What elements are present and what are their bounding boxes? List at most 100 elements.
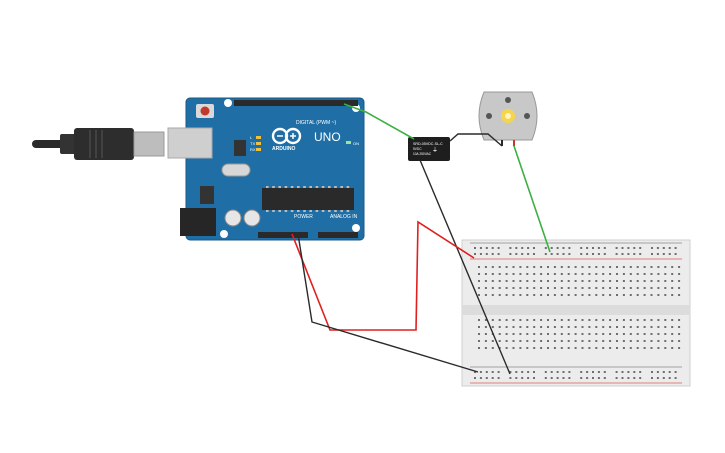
breadboard-hole[interactable] — [484, 347, 487, 349]
breadboard-hole[interactable] — [533, 287, 536, 289]
breadboard-hole[interactable] — [498, 273, 501, 275]
breadboard-hole[interactable] — [597, 377, 600, 379]
breadboard-hole[interactable] — [478, 347, 480, 349]
breadboard-hole[interactable] — [678, 326, 681, 328]
usb-cable[interactable] — [32, 128, 165, 160]
breadboard-hole[interactable] — [581, 340, 584, 342]
breadboard-hole[interactable] — [650, 273, 653, 275]
breadboard-hole[interactable] — [622, 340, 625, 342]
breadboard-hole[interactable] — [497, 371, 500, 373]
breadboard-hole[interactable] — [657, 319, 660, 321]
breadboard-hole[interactable] — [609, 294, 612, 296]
breadboard-hole[interactable] — [597, 253, 600, 255]
breadboard-hole[interactable] — [512, 319, 515, 321]
breadboard-hole[interactable] — [629, 273, 632, 275]
breadboard-hole[interactable] — [629, 266, 632, 268]
breadboard-hole[interactable] — [621, 247, 624, 249]
breadboard-hole[interactable] — [526, 326, 529, 328]
breadboard-hole[interactable] — [664, 294, 667, 296]
breadboard-hole[interactable] — [567, 333, 570, 335]
breadboard-hole[interactable] — [650, 287, 653, 289]
breadboard-hole[interactable] — [560, 280, 563, 282]
breadboard-hole[interactable] — [643, 280, 646, 282]
breadboard-hole[interactable] — [478, 266, 480, 268]
breadboard-hole[interactable] — [505, 319, 508, 321]
breadboard-hole[interactable] — [574, 347, 577, 349]
breadboard-hole[interactable] — [567, 319, 570, 321]
breadboard-hole[interactable] — [643, 273, 646, 275]
breadboard-hole[interactable] — [512, 294, 515, 296]
breadboard-hole[interactable] — [505, 266, 508, 268]
breadboard-hole[interactable] — [497, 377, 500, 379]
breadboard-hole[interactable] — [657, 347, 660, 349]
breadboard-hole[interactable] — [521, 247, 524, 249]
breadboard-hole[interactable] — [562, 253, 565, 255]
breadboard-hole[interactable] — [540, 273, 543, 275]
breadboard-hole[interactable] — [629, 347, 632, 349]
breadboard-hole[interactable] — [512, 287, 515, 289]
breadboard-hole[interactable] — [671, 347, 674, 349]
breadboard-hole[interactable] — [519, 333, 522, 335]
breadboard-hole[interactable] — [544, 253, 547, 255]
breadboard-hole[interactable] — [550, 247, 553, 249]
breadboard-hole[interactable] — [560, 273, 563, 275]
breadboard-hole[interactable] — [588, 326, 591, 328]
breadboard-hole[interactable] — [527, 377, 530, 379]
breadboard-hole[interactable] — [616, 287, 618, 289]
breadboard-hole[interactable] — [581, 319, 584, 321]
breadboard-hole[interactable] — [556, 253, 559, 255]
breadboard-hole[interactable] — [560, 319, 563, 321]
breadboard-hole[interactable] — [533, 326, 536, 328]
breadboard-hole[interactable] — [521, 377, 524, 379]
breadboard-hole[interactable] — [636, 347, 639, 349]
breadboard-hole[interactable] — [491, 377, 494, 379]
breadboard-hole[interactable] — [485, 371, 488, 373]
breadboard-hole[interactable] — [540, 340, 543, 342]
breadboard-hole[interactable] — [497, 247, 500, 249]
breadboard-hole[interactable] — [544, 377, 547, 379]
breadboard-hole[interactable] — [474, 371, 476, 373]
breadboard-hole[interactable] — [568, 253, 571, 255]
breadboard-hole[interactable] — [567, 347, 570, 349]
breadboard-hole[interactable] — [595, 287, 598, 289]
breadboard-hole[interactable] — [553, 333, 556, 335]
breadboard-hole[interactable] — [602, 319, 605, 321]
breadboard-hole[interactable] — [491, 319, 494, 321]
breadboard-hole[interactable] — [526, 294, 529, 296]
breadboard-hole[interactable] — [553, 273, 556, 275]
breadboard-hole[interactable] — [580, 253, 583, 255]
breadboard-hole[interactable] — [519, 319, 522, 321]
breadboard-hole[interactable] — [553, 280, 556, 282]
breadboard-hole[interactable] — [662, 377, 665, 379]
breadboard-hole[interactable] — [595, 266, 598, 268]
breadboard-hole[interactable] — [615, 377, 618, 379]
breadboard-hole[interactable] — [656, 247, 659, 249]
breadboard-hole[interactable] — [674, 247, 677, 249]
breadboard-hole[interactable] — [678, 280, 681, 282]
breadboard-hole[interactable] — [616, 326, 618, 328]
breadboard-hole[interactable] — [588, 273, 591, 275]
breadboard-hole[interactable] — [615, 253, 618, 255]
breadboard-hole[interactable] — [664, 273, 667, 275]
breadboard-hole[interactable] — [505, 294, 508, 296]
breadboard-hole[interactable] — [479, 253, 482, 255]
breadboard-hole[interactable] — [588, 347, 591, 349]
breadboard-hole[interactable] — [657, 287, 660, 289]
breadboard-hole[interactable] — [533, 294, 536, 296]
breadboard-hole[interactable] — [512, 340, 515, 342]
breadboard-hole[interactable] — [616, 319, 618, 321]
breadboard-hole[interactable] — [498, 280, 501, 282]
breadboard-hole[interactable] — [616, 340, 618, 342]
breadboard-hole[interactable] — [560, 333, 563, 335]
breadboard-hole[interactable] — [650, 326, 653, 328]
breadboard-hole[interactable] — [602, 294, 605, 296]
breadboard-hole[interactable] — [671, 273, 674, 275]
breadboard-hole[interactable] — [668, 377, 671, 379]
breadboard-hole[interactable] — [602, 287, 605, 289]
breadboard-hole[interactable] — [474, 377, 476, 379]
breadboard-hole[interactable] — [609, 340, 612, 342]
breadboard-hole[interactable] — [533, 319, 536, 321]
breadboard-hole[interactable] — [567, 266, 570, 268]
breadboard-hole[interactable] — [574, 280, 577, 282]
breadboard-hole[interactable] — [671, 326, 674, 328]
